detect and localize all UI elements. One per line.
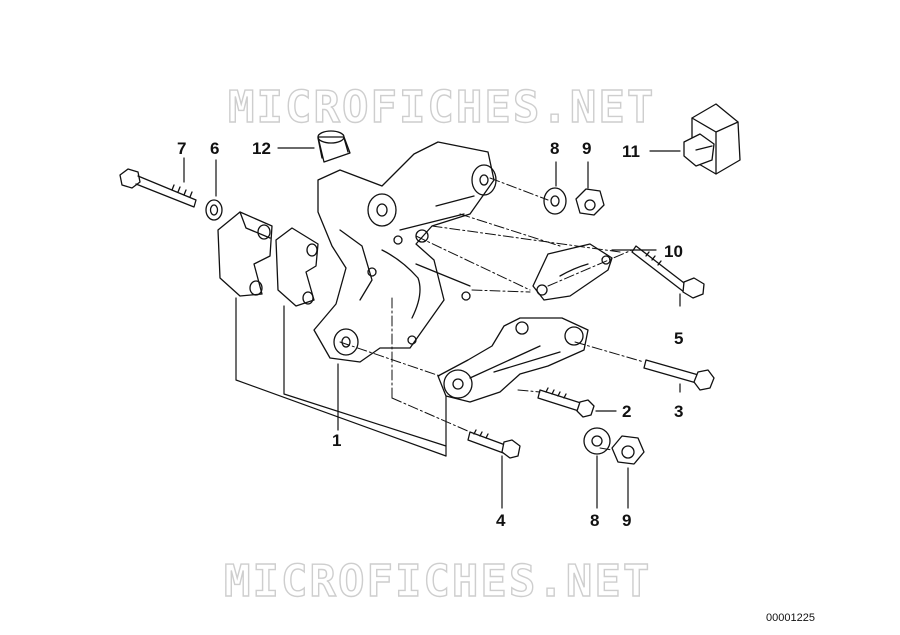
callout-9-top: 9 [582,139,592,158]
part-12-sleeve [317,130,351,163]
callout-7: 7 [177,139,187,158]
lower-arm-bracket [437,317,589,403]
callout-1: 1 [332,431,342,450]
part-8-washer-bottom [583,427,611,455]
part-6-washer [205,199,223,221]
watermark-bottom: MICROFICHES.NET [223,555,652,607]
part-3-bolt [643,359,715,391]
callout-2: 2 [622,402,632,421]
part-2-bolt [537,387,595,418]
part-10-bracket-plate [532,243,613,301]
callout-9-bottom: 9 [622,511,632,530]
diagram-reference-number: 00001225 [766,612,815,624]
callout-8-top: 8 [550,139,560,158]
callout-4: 4 [496,511,506,530]
callout-12: 12 [252,139,271,158]
part-8-washer-top [543,187,567,215]
part-9-nut-bottom [611,435,645,465]
part-11-clip [683,103,741,175]
watermark-top: MICROFICHES.NET [227,81,656,133]
part-4-bolt [467,429,521,459]
part-9-nut-top [575,188,605,216]
callout-3: 3 [674,402,684,421]
callout-6: 6 [210,139,220,158]
callout-11: 11 [622,142,640,161]
part-7-long-bolt [119,168,197,208]
part-1-main-bracket [313,141,497,363]
callout-5: 5 [674,329,684,348]
part-5-bolt [631,245,705,299]
clamp-half-right [275,227,319,307]
clamp-half-left [217,211,273,297]
callout-8-bottom: 8 [590,511,600,530]
callout-10: 10 [664,242,683,261]
